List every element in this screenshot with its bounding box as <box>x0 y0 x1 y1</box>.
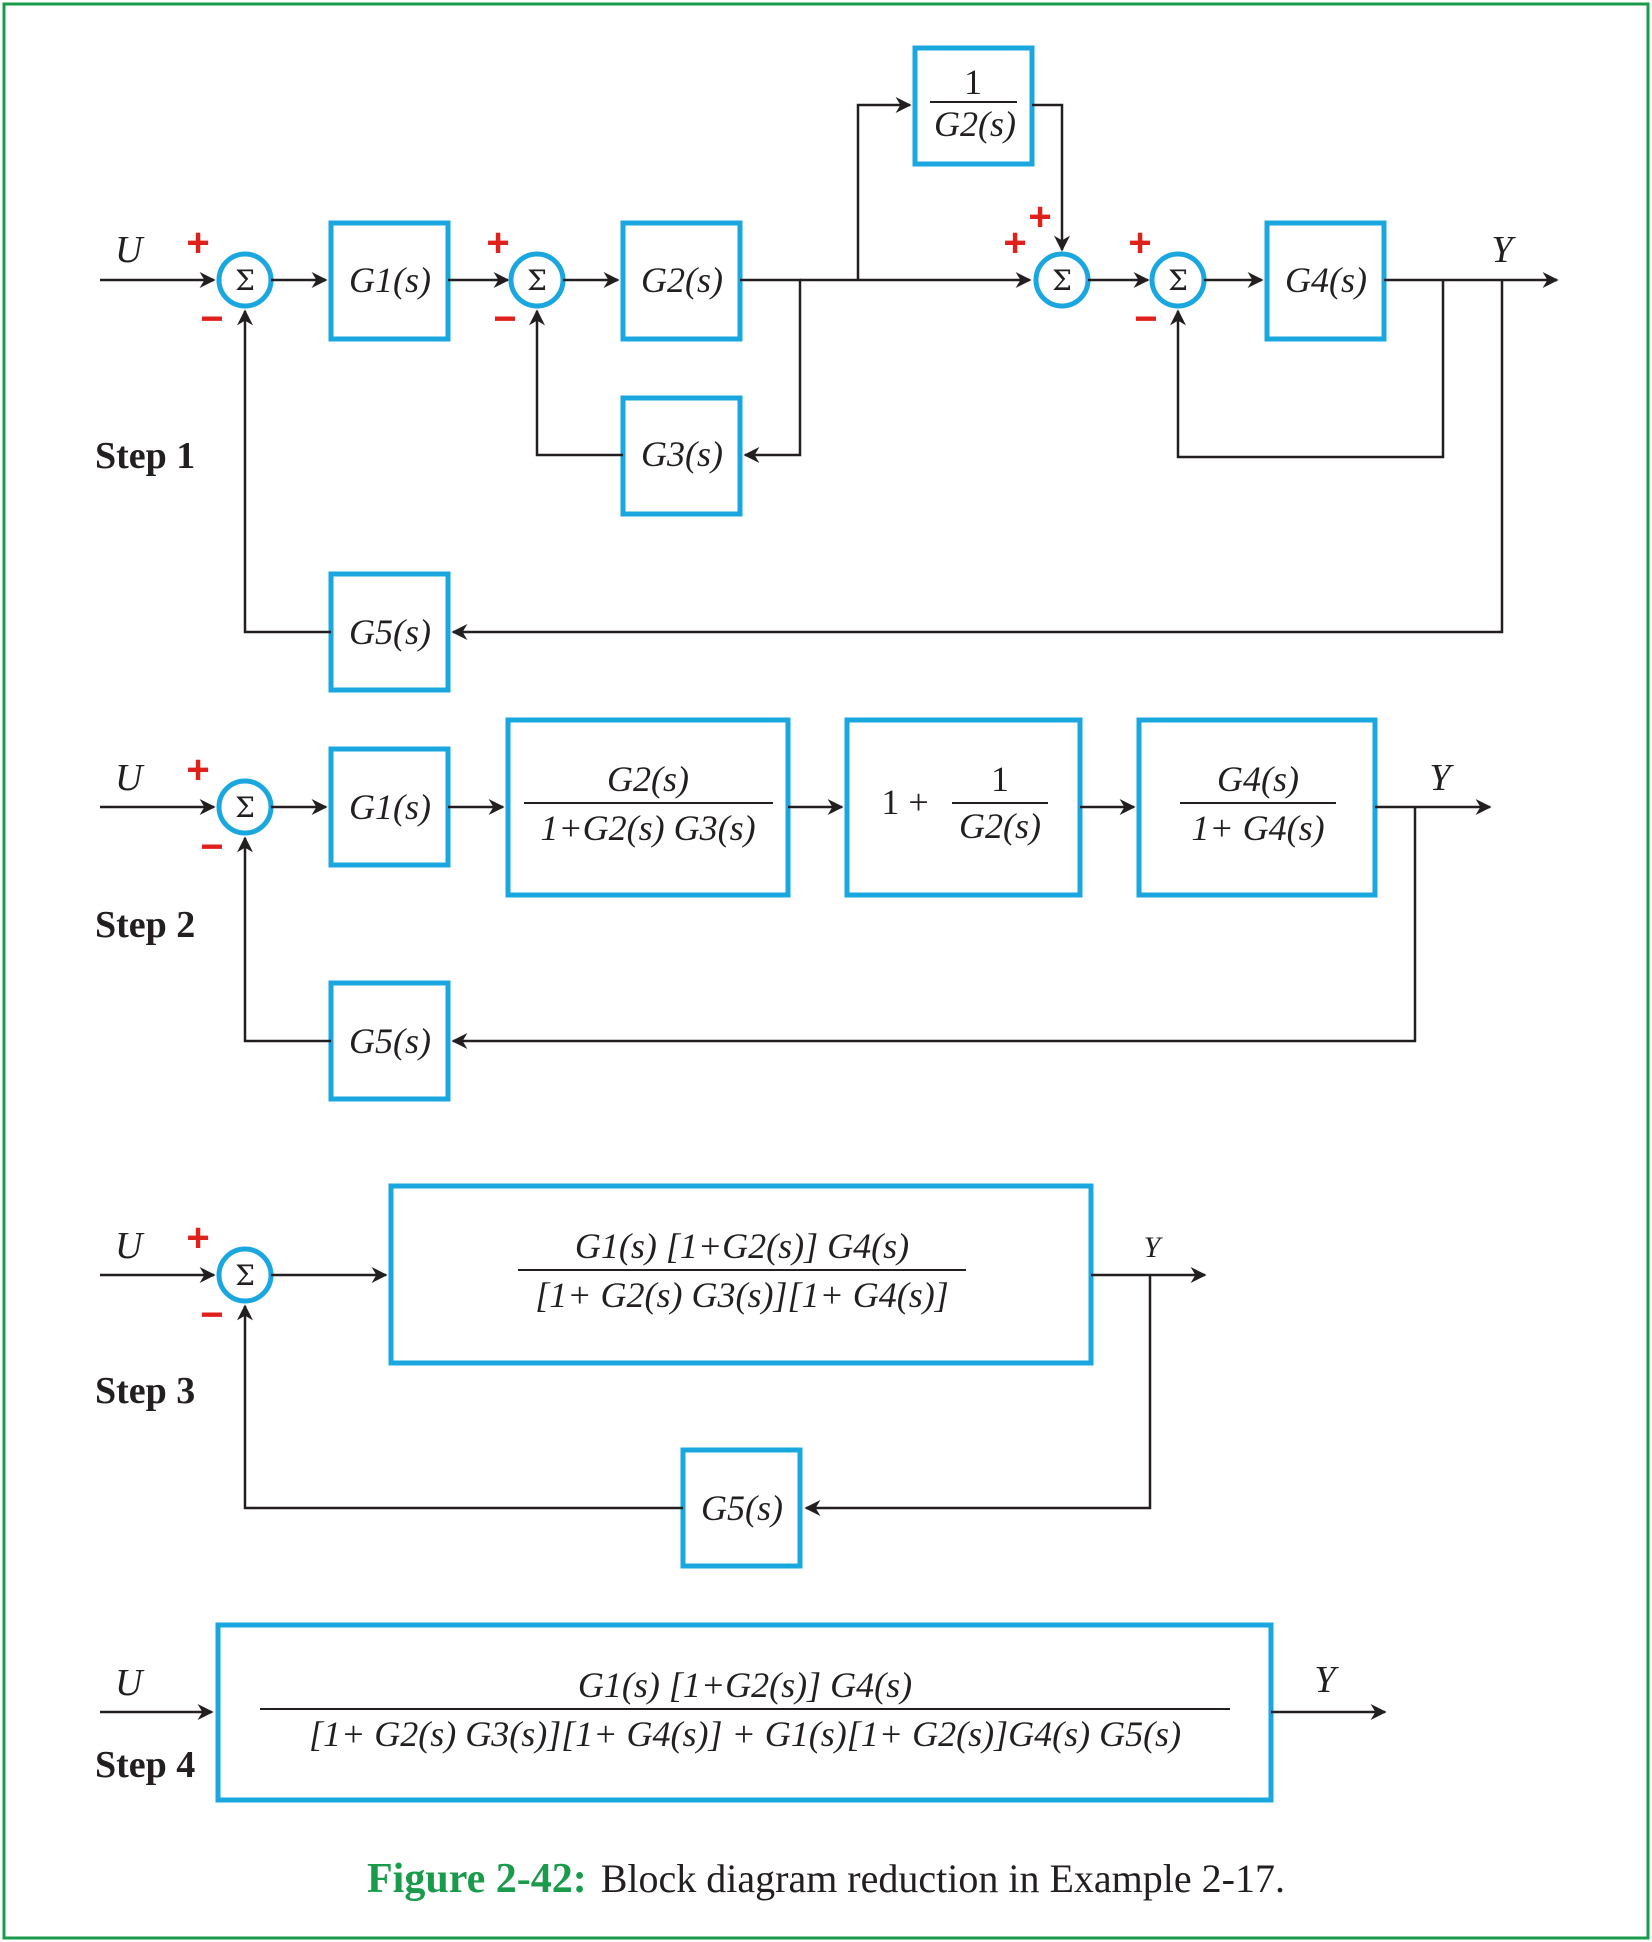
block-g5-label: G5(s) <box>349 1021 431 1061</box>
block-g1-label: G1(s) <box>349 787 431 827</box>
plus-sign: + <box>1128 221 1151 265</box>
block-g4-loop <box>1136 717 1378 898</box>
forward-numerator: G1(s) [1+G2(s)] G4(s) <box>575 1226 909 1266</box>
step-2-label: Step 2 <box>95 904 195 946</box>
step-3-diagram: U Σ + − G1(s) [1+G2(s)] G4(s) [1+ G2(s) … <box>95 1183 1207 1569</box>
closed-loop-numerator: G1(s) [1+G2(s)] G4(s) <box>578 1665 912 1705</box>
sigma-symbol: Σ <box>1052 264 1072 297</box>
block-g1-label: G1(s) <box>349 260 431 300</box>
sigma-symbol: Σ <box>235 264 255 297</box>
output-signal-label: Y <box>1429 757 1454 799</box>
sigma-symbol: Σ <box>235 791 255 824</box>
block-g2-label: G2(s) <box>641 260 723 300</box>
output-signal-label: Y <box>1144 1231 1164 1264</box>
block-closed-loop <box>215 1622 1274 1803</box>
plus-sign: + <box>186 1216 209 1260</box>
block-g5-label: G5(s) <box>701 1488 783 1528</box>
closed-loop-denominator: [1+ G2(s) G3(s)][1+ G4(s)] + G1(s)[1+ G2… <box>309 1714 1181 1754</box>
sigma-symbol: Σ <box>1168 264 1188 297</box>
block-g4-label: G4(s) <box>1285 260 1367 300</box>
g5-return-wire <box>237 836 331 1043</box>
g5-feedback-wire <box>451 807 1417 1049</box>
block-g5 <box>328 571 451 693</box>
sigma-symbol: Σ <box>527 264 547 297</box>
block-g5 <box>328 980 451 1102</box>
input-signal-label: U <box>115 229 145 271</box>
inner-loop-denominator: 1+G2(s) G3(s) <box>540 808 755 848</box>
forward-denominator: [1+ G2(s) G3(s)][1+ G4(s)] <box>535 1275 949 1315</box>
step-3-label: Step 3 <box>95 1370 195 1412</box>
minus-sign: − <box>200 825 223 869</box>
block-g2 <box>620 220 743 342</box>
output-signal-label: Y <box>1314 1659 1339 1701</box>
output-signal-label: Y <box>1491 229 1516 271</box>
plus-sign: + <box>186 221 209 265</box>
plus-sign: + <box>486 221 509 265</box>
block-g5-label: G5(s) <box>349 612 431 652</box>
inverse-g2-denominator: G2(s) <box>934 104 1016 144</box>
feedforward-wire <box>856 97 912 280</box>
minus-sign: − <box>1134 297 1157 341</box>
block-g3-label: G3(s) <box>641 434 723 474</box>
block-g5 <box>680 1447 803 1569</box>
inner-loop-numerator: G2(s) <box>607 759 689 799</box>
g5-return-wire <box>237 1304 683 1510</box>
feedforward-prefix: 1 + <box>881 782 928 822</box>
figure-caption-text: Block diagram reduction in Example 2-17. <box>601 1856 1285 1901</box>
minus-sign: − <box>200 297 223 341</box>
g3-return-wire <box>529 309 623 457</box>
plus-sign: + <box>1028 195 1051 239</box>
figure-caption: Figure 2-42: Block diagram reduction in … <box>367 1856 1285 1902</box>
sigma-symbol: Σ <box>235 1259 255 1292</box>
step-2-diagram: U Σ + − G1(s) G2(s) 1+G2(s) G3(s) 1 + 1 … <box>95 717 1492 1102</box>
g3-feedback-wire <box>740 278 802 463</box>
block-g1 <box>328 746 451 868</box>
step-1-diagram: U Σ + − G1(s) Σ + − G2(s) G3(s) 1 G2(s) … <box>95 45 1559 693</box>
input-signal-label: U <box>115 757 145 799</box>
g4-feedback-wire <box>1170 280 1445 459</box>
feedforward-denominator: G2(s) <box>959 806 1041 846</box>
g4-loop-numerator: G4(s) <box>1217 759 1299 799</box>
block-inner-loop <box>505 717 791 898</box>
g5-feedback-wire <box>804 1275 1152 1516</box>
plus-sign: + <box>1003 221 1026 265</box>
minus-sign: − <box>200 1293 223 1337</box>
input-signal-label: U <box>115 1225 145 1267</box>
step-1-label: Step 1 <box>95 435 195 477</box>
figure-number: Figure 2-42: <box>367 1856 587 1902</box>
input-signal-label: U <box>115 1662 145 1704</box>
feedforward-return-wire <box>1032 103 1070 252</box>
step-4-label: Step 4 <box>95 1744 195 1786</box>
step-4-diagram: U G1(s) [1+G2(s)] G4(s) [1+ G2(s) G3(s)]… <box>95 1622 1387 1803</box>
block-forward-path <box>388 1183 1094 1366</box>
inverse-g2-numerator: 1 <box>964 62 982 102</box>
g5-feedback-wire <box>451 280 1504 640</box>
minus-sign: − <box>493 297 516 341</box>
feedforward-numerator: 1 <box>991 759 1009 799</box>
g4-loop-denominator: 1+ G4(s) <box>1191 808 1324 848</box>
block-feedforward <box>844 717 1083 898</box>
g5-return-wire <box>237 309 331 634</box>
plus-sign: + <box>186 748 209 792</box>
